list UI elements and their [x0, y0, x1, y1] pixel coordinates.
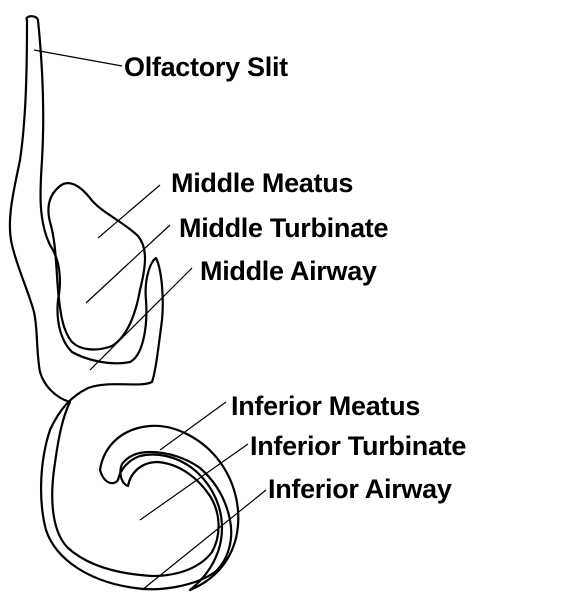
middle-meatus-leader	[98, 185, 160, 238]
inferior-meatus-label: Inferior Meatus	[231, 391, 420, 421]
olfactory-slit-leader	[34, 50, 122, 66]
middle-meatus-label: Middle Meatus	[171, 168, 353, 198]
middle-airway-label: Middle Airway	[200, 256, 377, 286]
inferior-turbinate-outline	[100, 426, 238, 590]
olfactory-slit-label: Olfactory Slit	[124, 52, 288, 82]
inferior-turbinate-label: Inferior Turbinate	[250, 431, 466, 461]
middle-turbinate-label: Middle Turbinate	[179, 213, 388, 243]
inferior-meatus-leader	[160, 402, 226, 450]
inferior-airway-label: Inferior Airway	[268, 474, 452, 504]
nasal-cavity-outline	[10, 16, 231, 589]
middle-turbinate-outline	[48, 183, 145, 349]
